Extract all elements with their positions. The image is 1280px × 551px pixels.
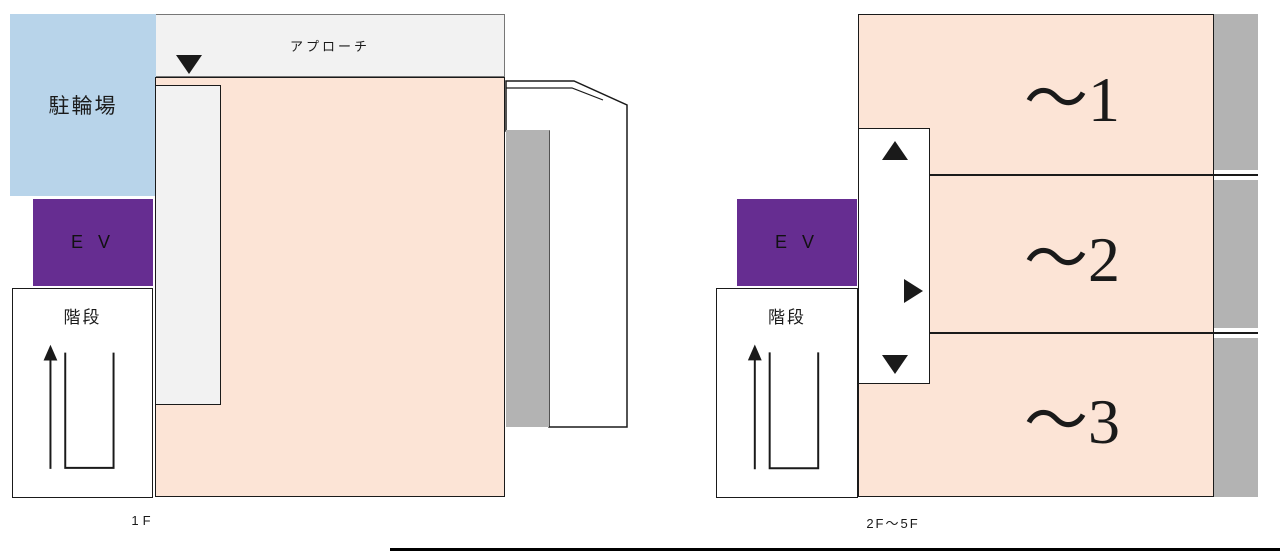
plan-2f5f-caption: 2F～5F: [866, 516, 920, 531]
stairs-up-arrow-icon: [747, 344, 820, 470]
room-divider-2: [930, 332, 1258, 334]
hallway-right-triangle-icon: [904, 279, 923, 303]
approach-label: アプローチ: [289, 39, 370, 54]
stairs-label-1f: 階段: [63, 308, 102, 327]
hallway-2f5f: [858, 128, 930, 384]
room-2-label: ～2: [1024, 224, 1120, 295]
room-1-label: ～1: [1024, 64, 1120, 135]
elevator-label-1f: E V: [70, 232, 115, 252]
stairs-1f: 階段: [12, 288, 153, 498]
balcony-strip-1: [1214, 14, 1258, 170]
hallway-up-triangle-icon: [882, 141, 908, 160]
stairs-2f5f: 階段: [716, 288, 858, 498]
room-3-label: ～3: [1024, 385, 1120, 457]
balcony-strip-3: [1214, 338, 1258, 497]
room-divider-1: [930, 174, 1258, 176]
entrance-down-triangle-icon: [176, 55, 202, 74]
bike-parking-area: 駐輪場: [10, 14, 156, 196]
bottom-divider-bar: [390, 548, 1280, 551]
elevator-label-2f5f: E V: [774, 232, 819, 252]
elevator-1f: E V: [33, 199, 153, 286]
hallway-down-triangle-icon: [882, 355, 908, 374]
balcony-strip-2: [1214, 180, 1258, 328]
stairs-label-2f5f: 階段: [768, 308, 806, 327]
approach-area: アプローチ: [155, 14, 505, 77]
plan-1f-caption: 1F: [131, 513, 155, 528]
bike-parking-label: 駐輪場: [48, 95, 118, 118]
elevator-2f5f: E V: [737, 199, 857, 286]
stairs-up-arrow-icon: [43, 344, 115, 469]
wall-block-1f: [506, 130, 549, 427]
corridor-1f: [155, 85, 221, 405]
